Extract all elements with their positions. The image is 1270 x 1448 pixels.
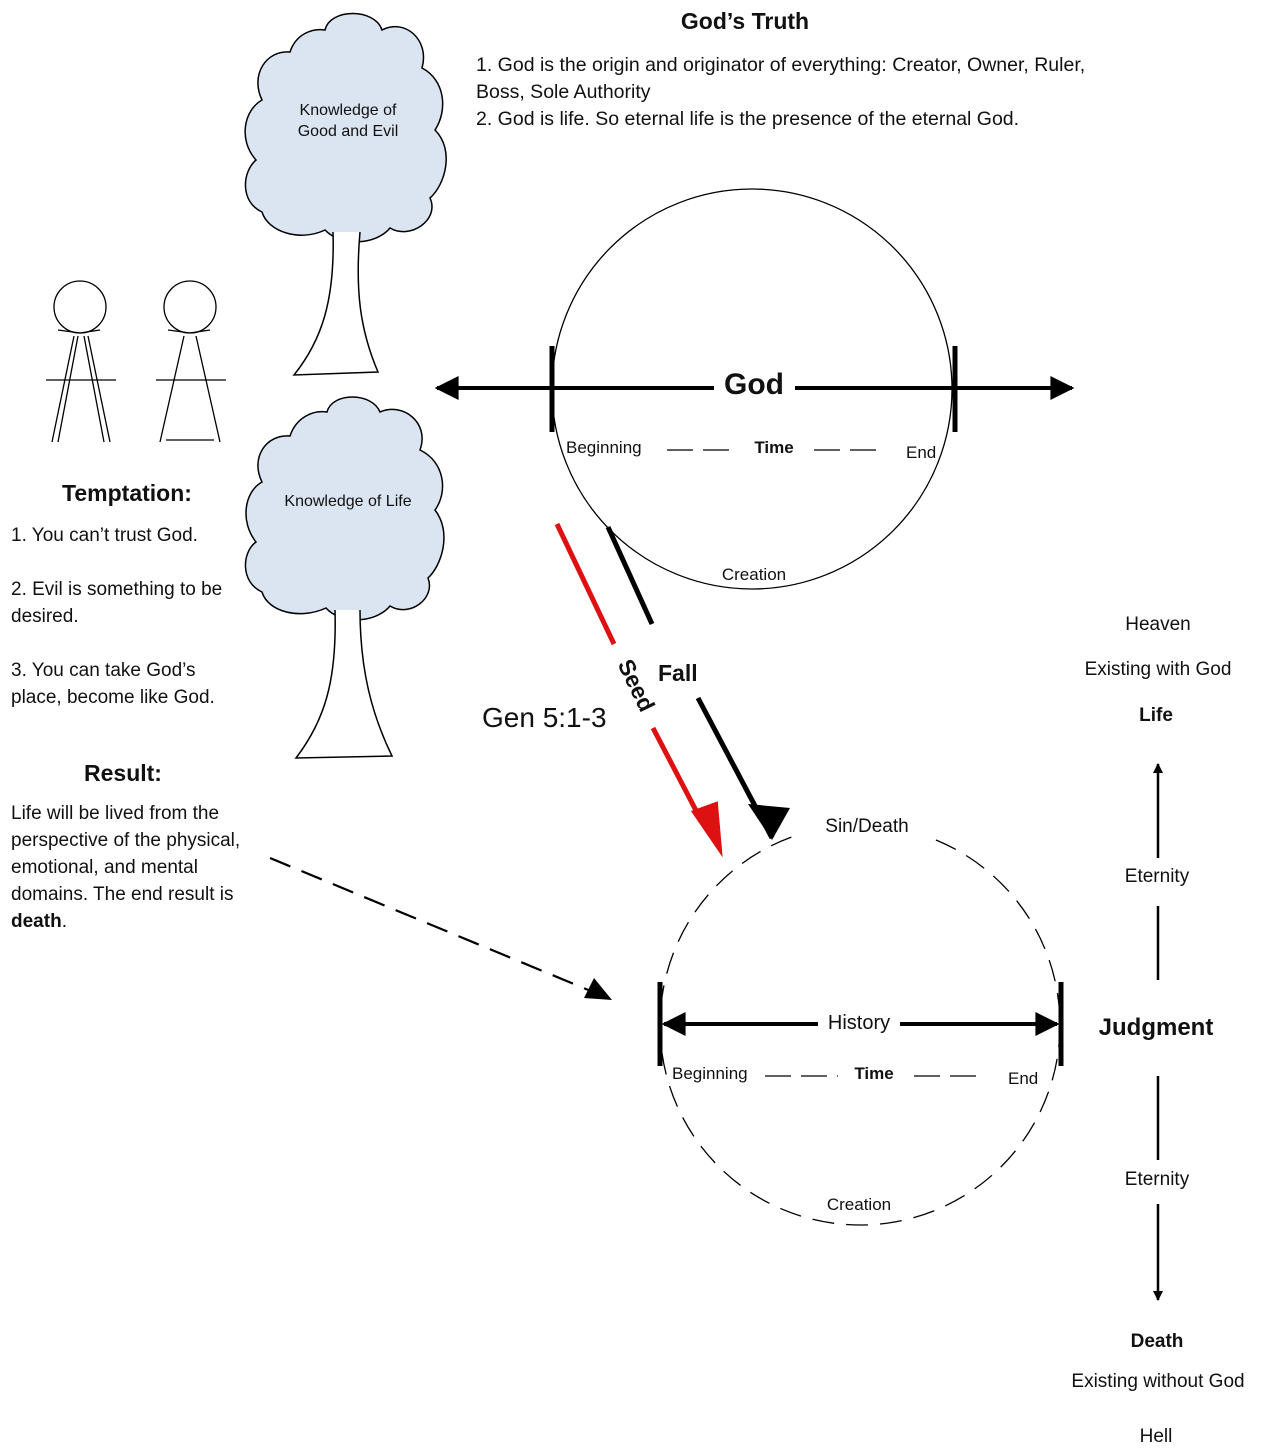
god-end-label: End	[906, 443, 937, 462]
hell-label: Hell	[1139, 1426, 1173, 1447]
person-neck	[167, 329, 211, 334]
history-creation-label: Creation	[826, 1195, 892, 1214]
fall-label: Fall	[658, 660, 698, 686]
seed-arrowhead	[690, 801, 723, 858]
fall-arrowhead	[748, 804, 790, 840]
tree-of-life	[244, 396, 445, 759]
temptation-title: Temptation:	[62, 480, 192, 506]
seed-arrow-upper	[554, 522, 617, 646]
temptation-item-1: 1. You can’t trust God.	[11, 525, 198, 546]
temptation-item-3: 3. You can take God’s place, become like…	[11, 660, 215, 708]
judgment-label: Judgment	[1098, 1014, 1214, 1041]
history-circle	[657, 808, 1064, 1226]
person-legs	[51, 335, 111, 443]
tree-canopy	[244, 396, 445, 621]
god-circle	[434, 188, 1075, 590]
person-head	[163, 280, 217, 334]
history-beginning-label: Beginning	[672, 1064, 748, 1083]
tree-of-life-label: Knowledge of Life	[284, 493, 412, 510]
god-beginning-label: Beginning	[566, 438, 642, 457]
tree-good-and-evil	[244, 12, 447, 376]
god-label: God	[714, 368, 794, 402]
gods-truth-point-2: 2. God is life. So eternal life is the p…	[476, 108, 1020, 130]
fall-arrow-upper	[605, 525, 655, 626]
sin-death-mask	[798, 808, 930, 844]
result-text: Life will be lived from the perspective …	[11, 800, 273, 935]
person-woman	[156, 280, 226, 443]
result-text-bold: death	[11, 911, 62, 932]
eternity-down-label: Eternity	[1124, 1169, 1190, 1190]
person-man	[46, 280, 116, 443]
gods-truth-title: God’s Truth	[680, 8, 810, 34]
person-dress	[159, 335, 221, 443]
existing-without-god-label: Existing without God	[1071, 1371, 1245, 1392]
life-label: Life	[1139, 705, 1173, 726]
person-head	[53, 280, 107, 334]
history-end-label: End	[1008, 1069, 1039, 1088]
person-neck	[57, 329, 101, 334]
heaven-label: Heaven	[1125, 614, 1191, 635]
seed-arrow-lower	[650, 726, 705, 824]
existing-with-god-label: Existing with God	[1084, 659, 1232, 680]
temptation-item-2: 2. Evil is something to be desired.	[11, 579, 223, 627]
tree-trunk	[294, 609, 394, 759]
gods-truth-point-1: 1. God is the origin and originator of e…	[476, 54, 1086, 103]
genesis-reference: Gen 5:1-3	[482, 702, 607, 733]
tree-trunk	[292, 231, 380, 376]
god-time-label: Time	[754, 438, 794, 457]
history-time-label: Time	[854, 1064, 894, 1083]
sin-death-label: Sin/Death	[825, 816, 909, 837]
history-label: History	[818, 1012, 900, 1035]
result-title: Result:	[84, 760, 162, 786]
result-text-main: Life will be lived from the perspective …	[11, 803, 241, 905]
death-label: Death	[1130, 1331, 1184, 1352]
tree-good-evil-label: Knowledge of Good and Evil	[297, 102, 399, 140]
eternity-up-label: Eternity	[1124, 866, 1190, 887]
god-creation-label: Creation	[721, 565, 787, 584]
result-dashed-arrow	[269, 856, 599, 996]
tree-canopy	[244, 12, 447, 243]
result-arrowhead	[584, 978, 612, 1000]
result-text-end: .	[61, 911, 67, 932]
